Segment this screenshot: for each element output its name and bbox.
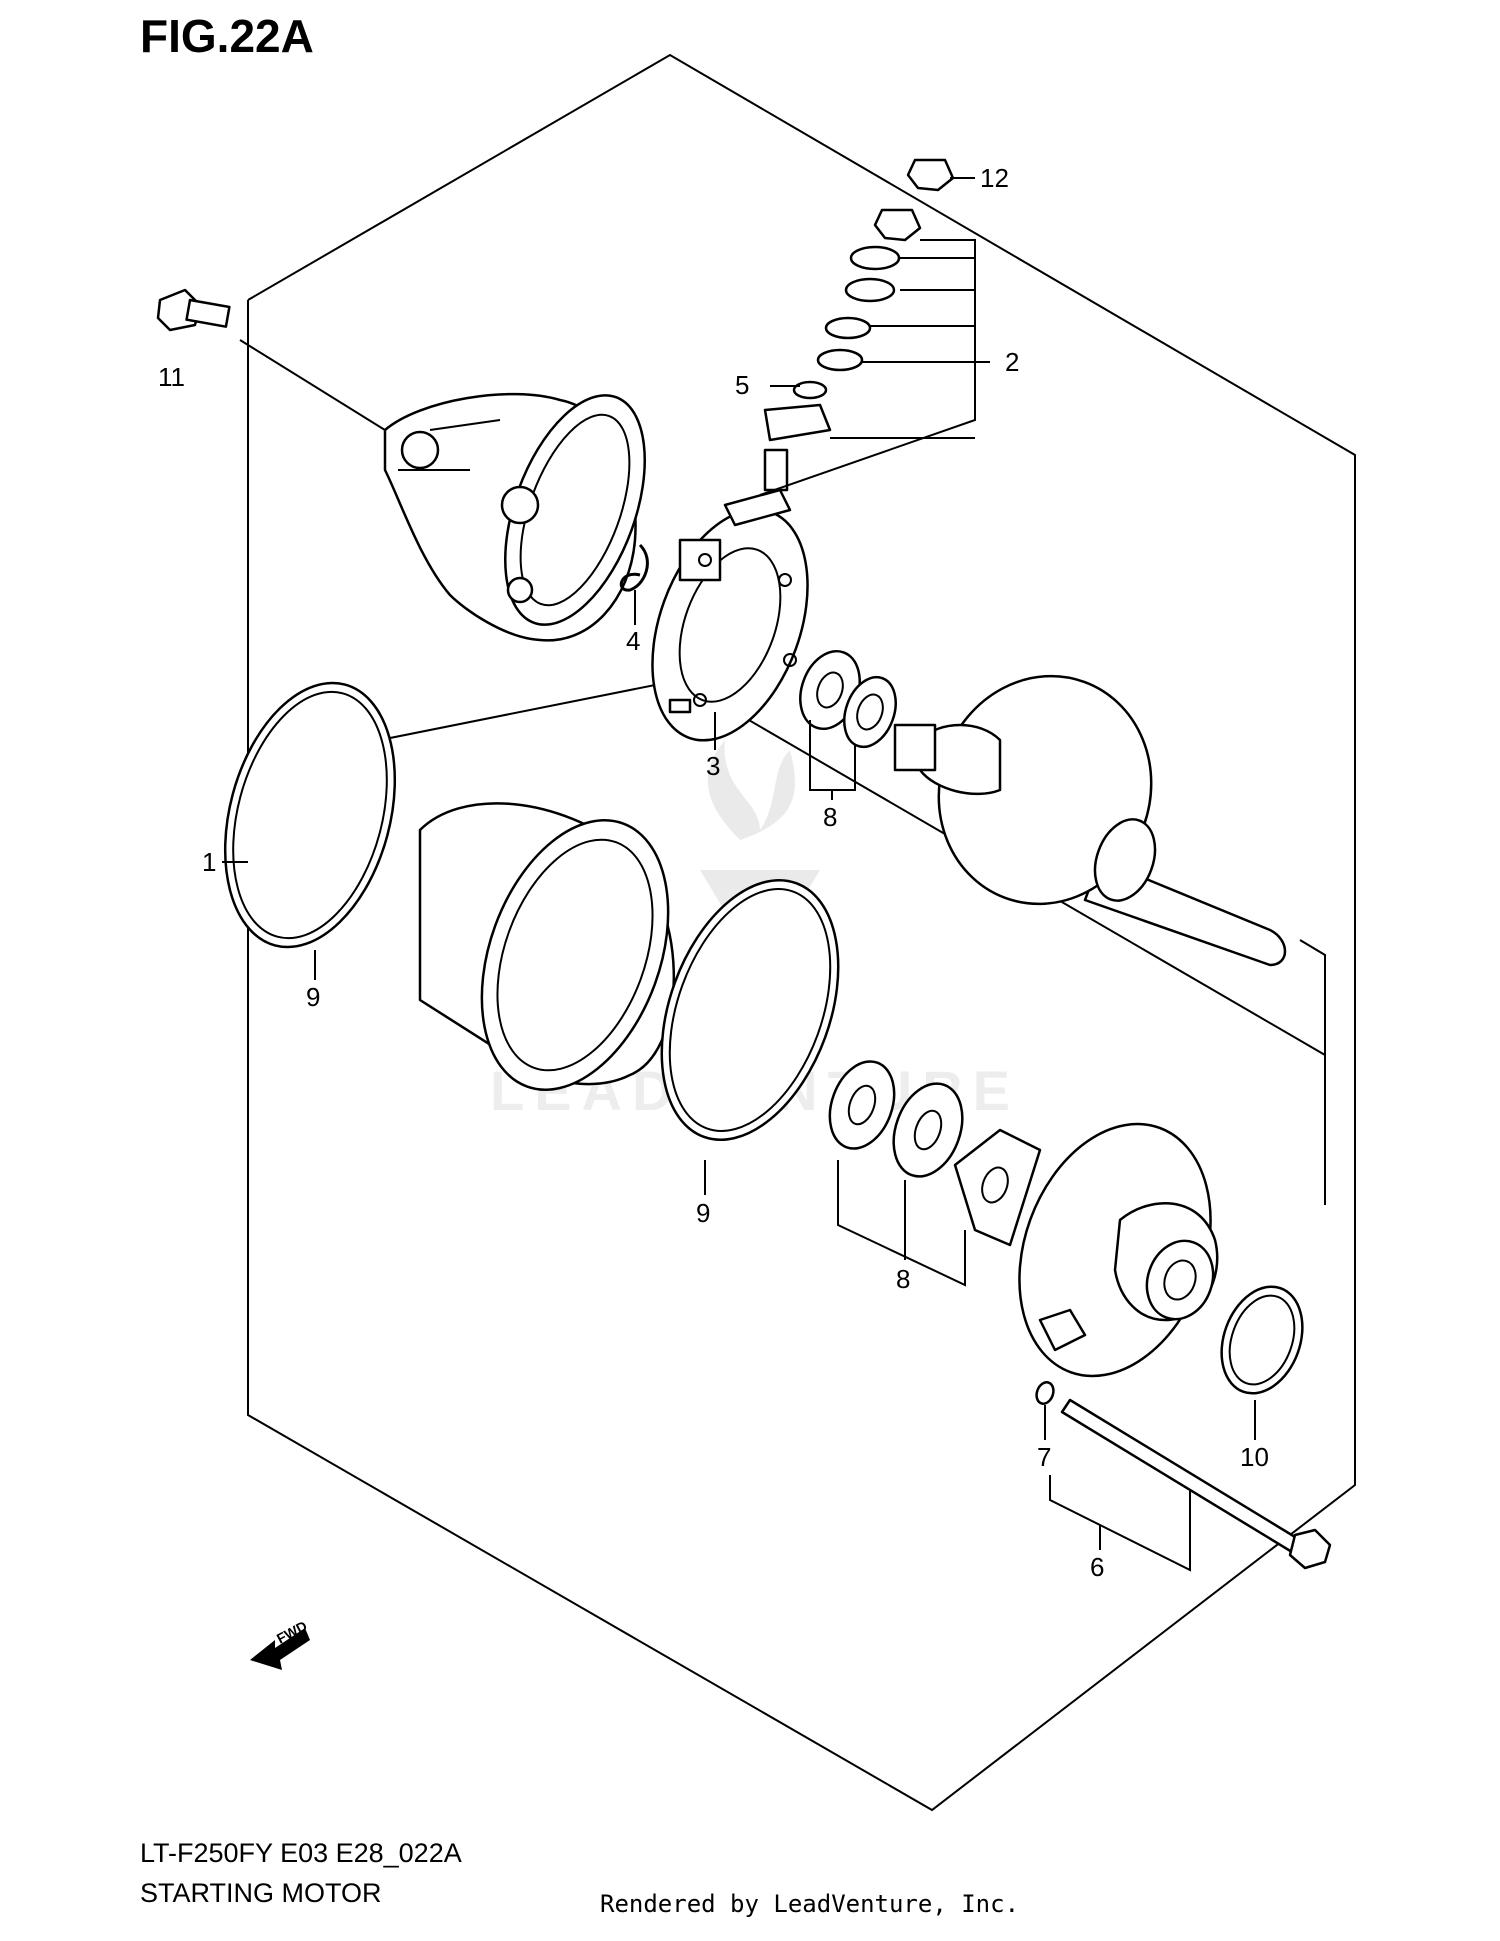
through-bolt: [1060, 1398, 1332, 1570]
callout-9-left: 9: [306, 982, 320, 1012]
end-cover: [383, 392, 646, 642]
o-ring-middle-inner: [668, 888, 832, 1132]
o-ring-10: [1220, 1285, 1304, 1395]
callout-2: 2: [1005, 347, 1019, 377]
o-ring-middle: [660, 878, 840, 1142]
washer-set-lower: [828, 1060, 1042, 1247]
o-ring-left-inner: [232, 690, 388, 940]
o-ring-left: [223, 681, 397, 949]
callout-9-middle: 9: [696, 1198, 710, 1228]
assembly-frame: [247, 53, 1356, 1812]
callout-5: 5: [735, 370, 749, 400]
section-name: STARTING MOTOR: [140, 1878, 382, 1908]
front-housing: [1018, 1122, 1219, 1378]
terminal-bolt-kit: [723, 208, 922, 527]
callout-10: 10: [1240, 1442, 1269, 1472]
nut-12: [906, 158, 955, 192]
callout-8-upper: 8: [823, 802, 837, 832]
callout-8-lower: 8: [896, 1264, 910, 1294]
callout-6: 6: [1090, 1552, 1104, 1582]
callout-4: 4: [626, 626, 640, 656]
brush-spring: [619, 543, 649, 592]
callout-labels: 1 2 3 4 5 6 7 8 8 9 9 10 11 12: [158, 163, 1269, 1582]
yoke-housing: [418, 802, 675, 1091]
rendered-by: Rendered by LeadVenture, Inc.: [600, 1890, 1019, 1918]
bolt-leader: [239, 339, 386, 431]
callout-1: 1: [202, 847, 216, 877]
callout-12: 12: [980, 163, 1009, 193]
callout-7: 7: [1037, 1442, 1051, 1472]
mounting-bolt: [156, 288, 231, 332]
callout-11: 11: [158, 362, 185, 392]
model-code: LT-F250FY E03 E28_022A: [140, 1838, 462, 1868]
o-ring-7: [1035, 1381, 1055, 1405]
o-ring-10-inner: [1228, 1294, 1296, 1386]
fwd-arrow-icon: FWD: [250, 1618, 310, 1670]
brush-holder-plate: [651, 508, 809, 742]
leader-lines: [222, 177, 1326, 1572]
armature: [893, 674, 1287, 967]
callout-3: 3: [706, 751, 720, 781]
washer-set-upper: [799, 649, 897, 749]
figure-title: FIG.22A: [140, 10, 314, 62]
